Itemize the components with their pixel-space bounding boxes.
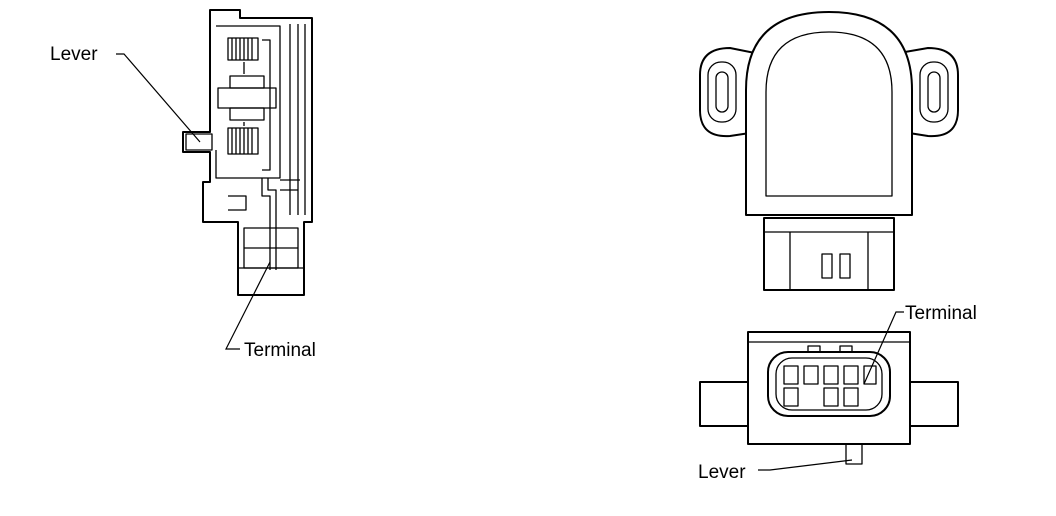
side-lever-leader — [116, 53, 201, 143]
bottom-view — [699, 331, 959, 465]
connector-terminal-label: Terminal — [905, 303, 977, 324]
connector-terminal-leader — [863, 311, 904, 385]
side-lever-label: Lever — [50, 44, 98, 65]
bottom-lever-label: Lever — [698, 462, 746, 483]
side-terminal-leader — [225, 261, 271, 350]
front-view — [699, 11, 959, 291]
bottom-lever-leader — [758, 459, 853, 471]
side-terminal-label: Terminal — [244, 340, 316, 361]
side-section-view — [182, 9, 313, 296]
